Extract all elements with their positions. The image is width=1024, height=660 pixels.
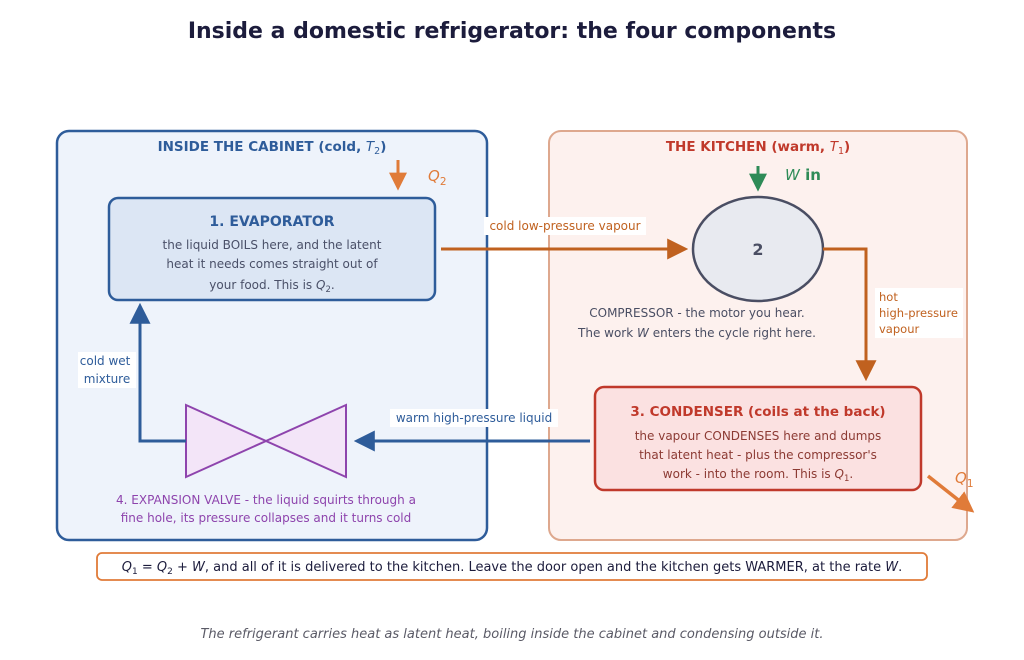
evaporator-box [107,196,437,302]
compressor-text-1: COMPRESSOR - the motor you hear. [589,306,805,320]
expansion-valve-icon-right [263,403,347,479]
cold-vapour-label-bg [484,217,646,235]
cabinet-region [55,129,489,542]
evaporator-text-2: heat it needs comes straight out of [166,257,378,271]
equation-text: Q1 = Q2 + W, and all of it is delivered … [122,560,903,577]
work-label: W in [785,166,821,184]
compressor-number: 2 [752,240,763,259]
compressor-text-2: The work W enters the cycle right here. [577,326,816,340]
cold-mixture-label: cold wet mixture [80,354,134,386]
cold-vapour-label: cold low-pressure vapour [489,219,640,233]
evaporator-title: 1. EVAPORATOR [209,214,334,230]
condenser-box [593,385,923,492]
valve-text-1: 4. EXPANSION VALVE - the liquid squirts … [116,493,416,507]
diagram-title: Inside a domestic refrigerator: the four… [188,19,836,44]
evaporator-text-3: your food. This is Q2. [209,278,334,295]
cabinet-heading: INSIDE THE CABINET (cold, T2) [158,139,387,157]
condenser-text-2: that latent heat - plus the compressor's [639,448,877,462]
hot-vapour-label: hot high-pressure vapour [879,290,962,336]
kitchen-heading: THE KITCHEN (warm, T1) [666,139,850,157]
q2-label: Q2 [428,167,447,188]
q1-heat-arrow [926,474,975,513]
evaporator-text-1: the liquid BOILS here, and the latent [163,238,382,252]
condenser-title: 3. CONDENSER (coils at the back) [630,404,885,420]
q1-label: Q1 [955,469,974,490]
cold-mixture-arrow [129,302,186,443]
condenser-text-3: work - into the room. This is Q1. [663,467,853,484]
cold-mixture-label-bg [78,352,136,388]
hot-vapour-label-bg [875,288,963,338]
diagram-caption: The refrigerant carries heat as latent h… [200,627,823,642]
hot-vapour-arrow [823,247,877,382]
warm-liquid-label: warm high-pressure liquid [396,411,552,425]
warm-liquid-label-bg [390,409,558,427]
equation-box [96,552,928,581]
valve-text-2: fine hole, its pressure collapses and it… [121,511,412,525]
condenser-text-1: the vapour CONDENSES here and dumps [635,429,882,443]
